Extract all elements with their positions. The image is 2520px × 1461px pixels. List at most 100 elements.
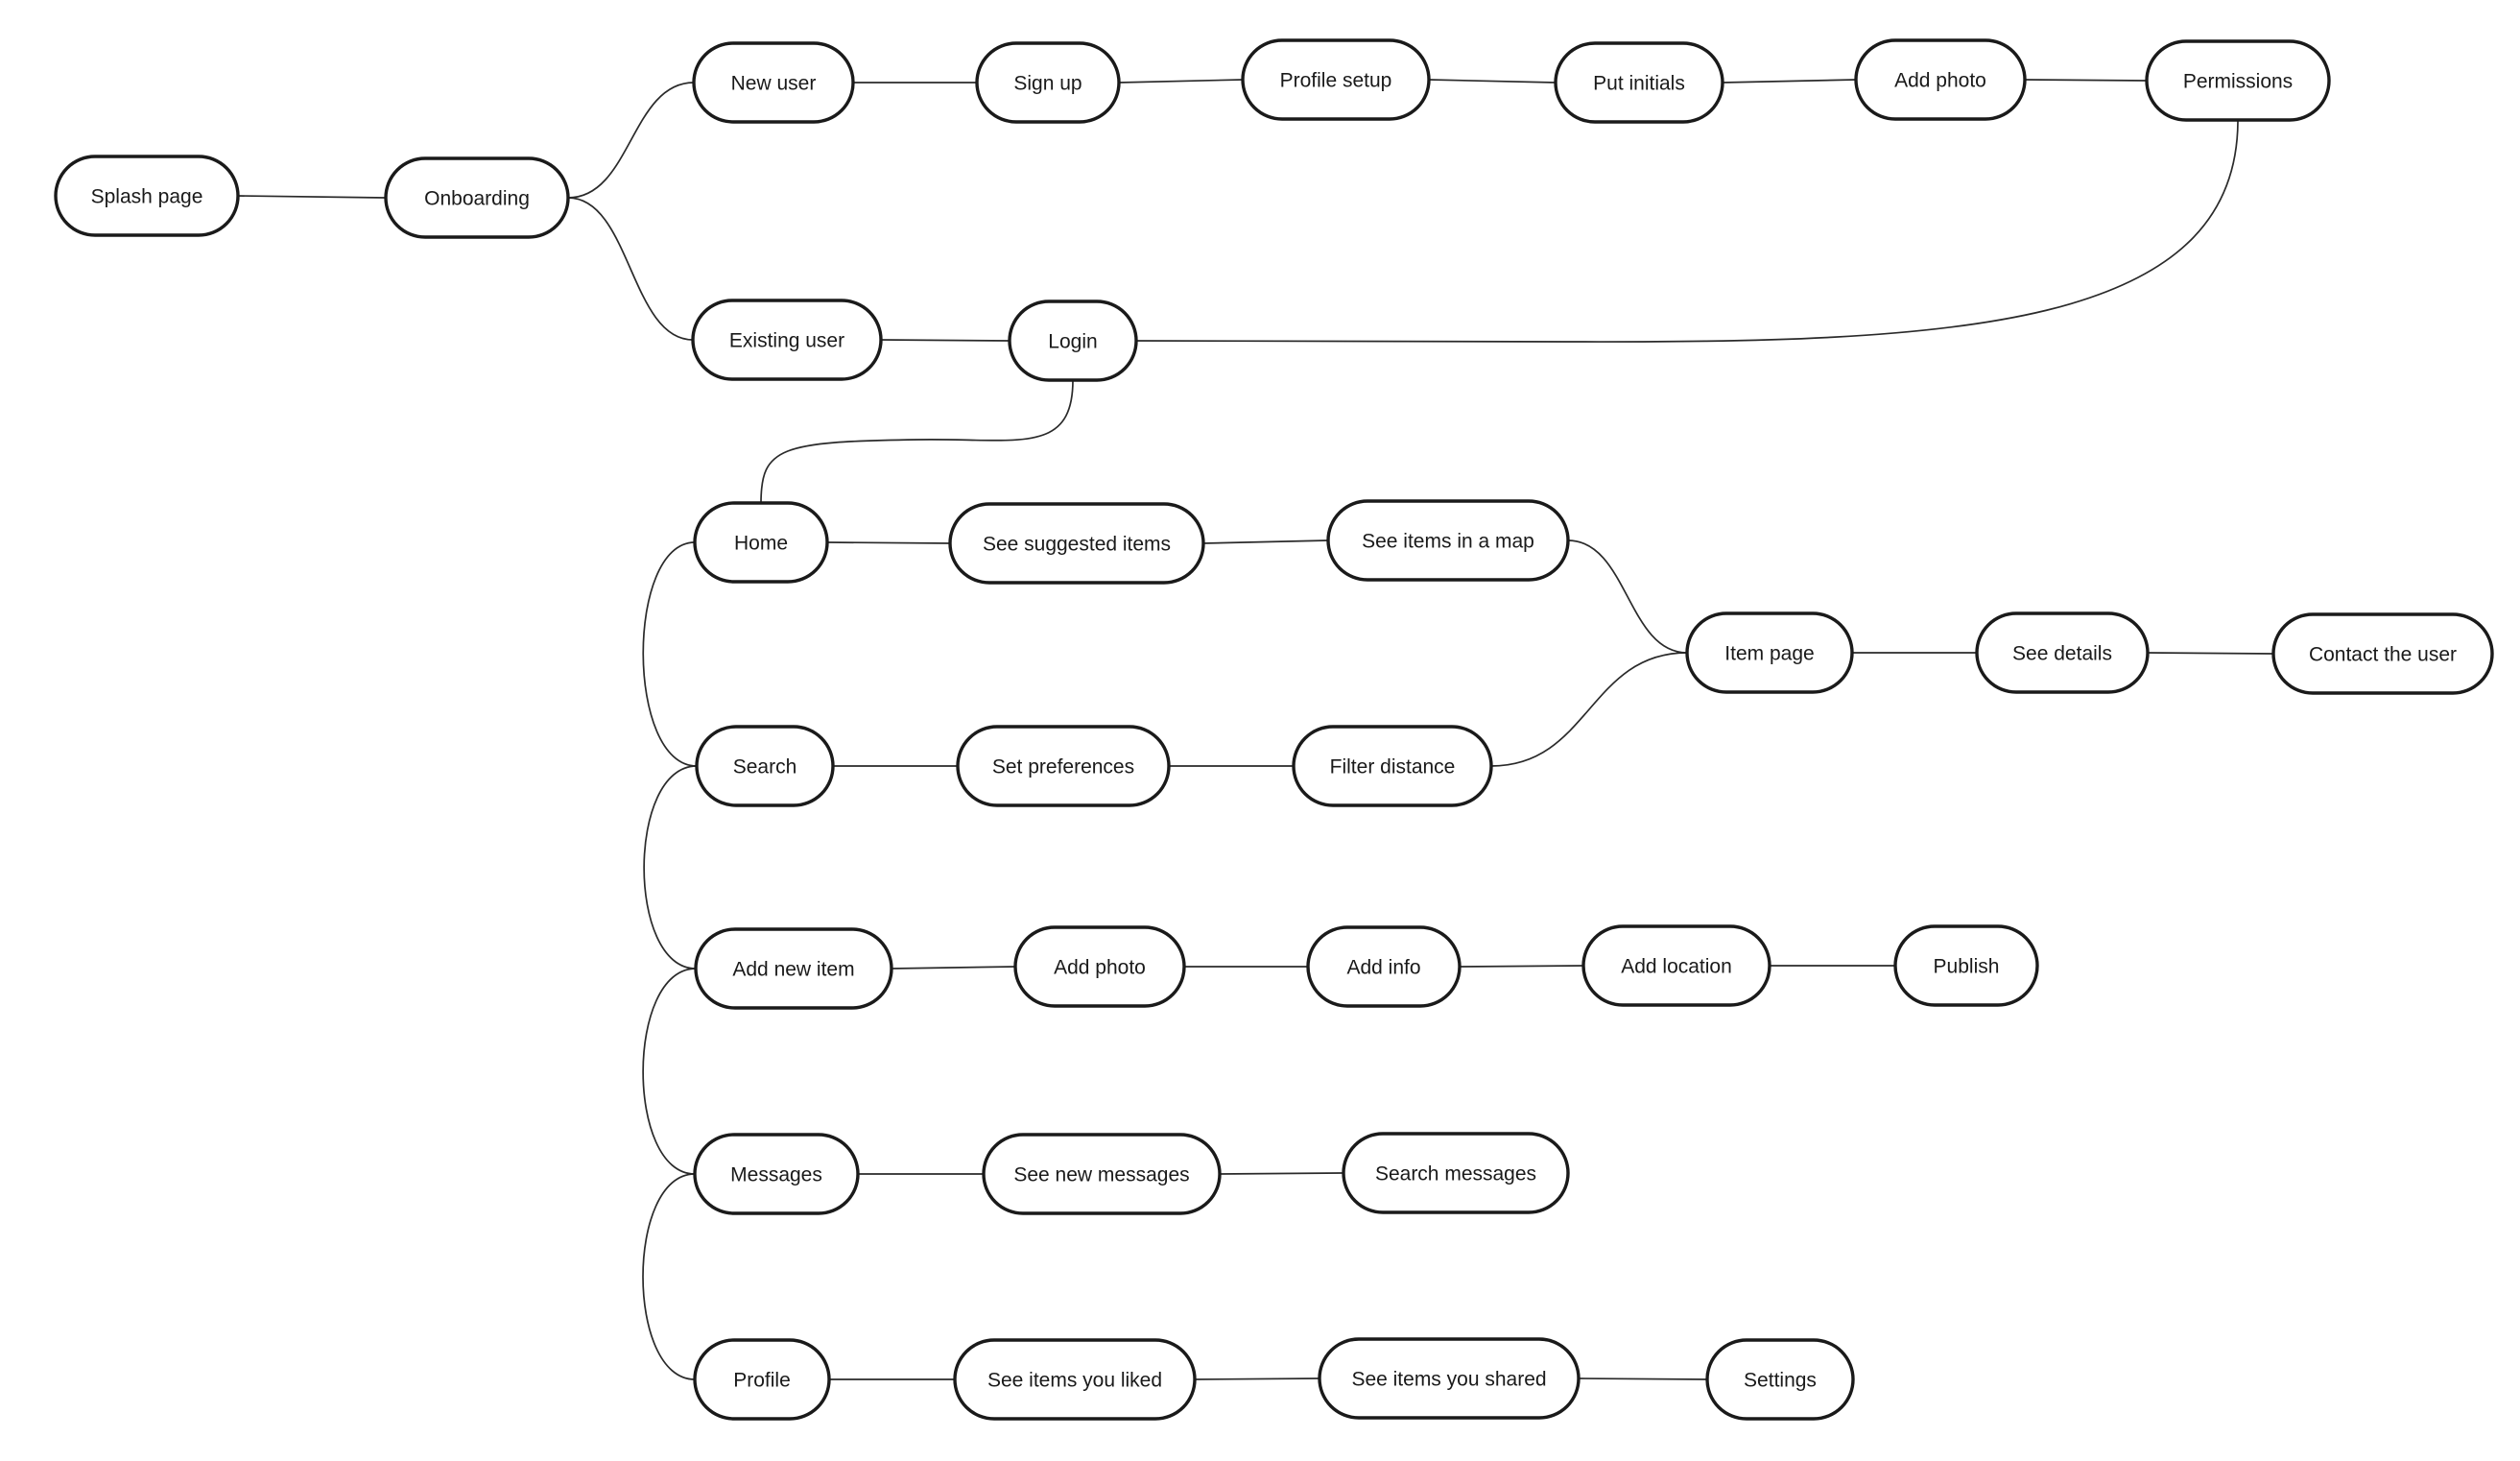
node-label: Search messages [1375,1163,1536,1186]
node-label: See items in a map [1362,531,1534,553]
node-profile[interactable]: Profile [693,1338,831,1421]
node-label: Add info [1346,957,1420,979]
node-add-new-item[interactable]: Add new item [694,927,893,1010]
connector-see-new-messages-to-search-messages [1219,1172,1344,1175]
node-box [2145,39,2331,122]
node-box [2271,612,2494,695]
node-label: Search [733,756,797,778]
node-settings[interactable]: Settings [1705,1338,1855,1421]
node-contact-user[interactable]: Contact the user [2271,612,2494,695]
node-existing-user[interactable]: Existing user [691,299,883,381]
connector-login-to-home [760,379,1074,504]
node-permissions[interactable]: Permissions [2145,39,2331,122]
node-box [1241,38,1431,121]
node-box [695,725,835,807]
connector-sign-up-to-profile-setup [1118,79,1244,84]
node-box [1893,924,2039,1007]
node-onboarding[interactable]: Onboarding [384,156,570,239]
connector-onboarding-to-existing-user [567,197,694,341]
node-box [1318,1337,1581,1420]
node-label: See suggested items [983,534,1171,556]
connector-see-shared-to-settings [1578,1377,1708,1380]
node-messages[interactable]: Messages [693,1133,860,1215]
node-profile-setup[interactable]: Profile setup [1241,38,1431,121]
node-label: Sign up [1013,73,1082,95]
connector-splash-to-onboarding [237,195,387,199]
node-label: Item page [1724,643,1814,665]
node-label: See new messages [1013,1164,1189,1186]
connector-lines [237,79,2274,1380]
node-see-new-messages[interactable]: See new messages [982,1133,1222,1215]
node-see-shared[interactable]: See items you shared [1318,1337,1581,1420]
connector-permissions-to-login [1135,119,2239,343]
node-label: Add photo [1054,957,1146,979]
node-box [1685,611,1854,694]
node-set-prefs[interactable]: Set preferences [956,725,1171,807]
node-see-liked[interactable]: See items you liked [953,1338,1197,1421]
node-box [1013,925,1186,1008]
node-box [1342,1132,1570,1214]
node-label: See items you shared [1351,1369,1546,1391]
node-see-map[interactable]: See items in a map [1326,499,1570,582]
node-box [1292,725,1493,807]
node-box [975,41,1121,124]
node-see-suggested[interactable]: See suggested items [948,502,1205,585]
node-label: Splash page [91,186,203,208]
node-sign-up[interactable]: Sign up [975,41,1121,124]
connector-profile-setup-to-put-initials [1428,79,1557,84]
node-filter-distance[interactable]: Filter distance [1292,725,1493,807]
node-label: Settings [1744,1370,1817,1392]
node-splash[interactable]: Splash page [54,155,240,237]
connector-add-new-item-to-add-photo-item [891,966,1016,970]
node-box [1008,299,1138,382]
node-box [693,501,829,584]
connector-see-details-to-contact-user [2147,652,2274,655]
node-label: Onboarding [424,188,530,210]
node-label: Publish [1934,956,2000,978]
node-add-photo-item[interactable]: Add photo [1013,925,1186,1008]
node-label: Put initials [1593,73,1685,95]
node-label: Messages [730,1164,822,1186]
node-search[interactable]: Search [695,725,835,807]
node-label: Profile setup [1280,70,1392,92]
node-label: Login [1048,331,1097,353]
node-see-details[interactable]: See details [1975,611,2150,694]
node-box [1705,1338,1855,1421]
node-label: Home [734,533,788,555]
node-search-messages[interactable]: Search messages [1342,1132,1570,1214]
node-label: Filter distance [1330,756,1456,778]
connector-see-map-to-item-page [1567,539,1688,654]
node-box [693,1133,860,1215]
node-box [694,927,893,1010]
node-add-location[interactable]: Add location [1581,924,1771,1007]
connector-add-info-to-add-location [1459,965,1584,968]
node-login[interactable]: Login [1008,299,1138,382]
node-box [693,1338,831,1421]
node-publish[interactable]: Publish [1893,924,2039,1007]
node-label: See items you liked [987,1370,1162,1392]
node-add-photo-profile[interactable]: Add photo [1854,38,2027,121]
connector-add-photo-profile-to-permissions [2024,79,2148,82]
node-label: Add location [1621,956,1732,978]
node-label: Add photo [1894,70,1986,92]
flow-nodes: Splash page Onboarding New user Sign up Prof… [54,38,2494,1421]
node-label: Existing user [729,330,844,352]
node-add-info[interactable]: Add info [1306,925,1462,1008]
node-box [956,725,1171,807]
node-item-page[interactable]: Item page [1685,611,1854,694]
connector-home-to-search [642,541,698,767]
node-label: New user [731,73,817,95]
connector-existing-user-to-login [880,339,1010,342]
node-put-initials[interactable]: Put initials [1554,41,1724,124]
node-new-user[interactable]: New user [692,41,855,124]
node-box [691,299,883,381]
connector-see-suggested-to-see-map [1202,539,1329,544]
node-label: Set preferences [992,756,1134,778]
node-box [1306,925,1462,1008]
node-label: Add new item [732,959,854,981]
node-box [1854,38,2027,121]
node-box [1554,41,1724,124]
node-home[interactable]: Home [693,501,829,584]
connector-home-to-see-suggested [826,541,951,544]
